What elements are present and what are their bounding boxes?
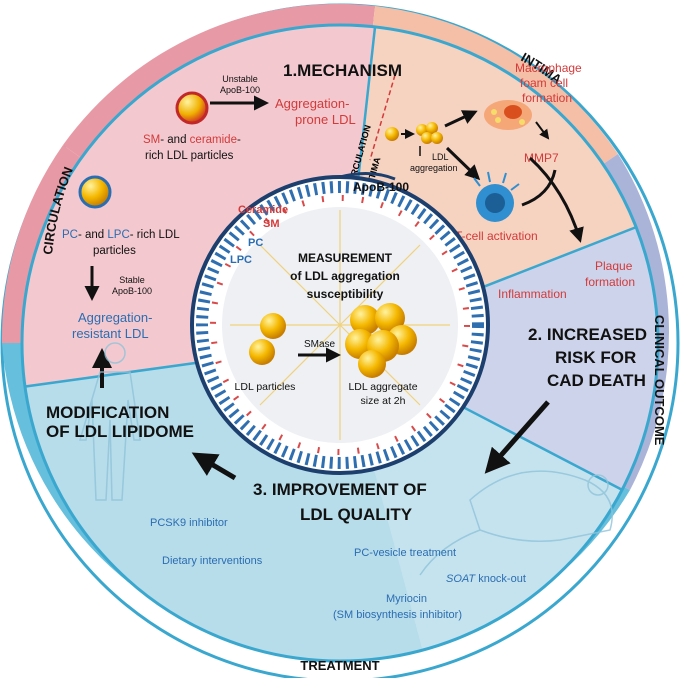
resistant-ldl-label-2: resistant LDL [72, 326, 149, 341]
soat-label: SOAT knock-out [446, 573, 526, 585]
pc-vesicle-label: PC-vesicle treatment [354, 547, 456, 559]
stable-label: Stable [119, 275, 145, 285]
foam-cell-icon [484, 100, 532, 130]
t-cell-icon [473, 171, 520, 222]
sm-ceramide-label: SM- and ceramide- [143, 134, 241, 146]
macrophage-label: Macrophage [515, 61, 582, 75]
stable-apob-label: ApoB-100 [112, 286, 152, 296]
pc-lpc-label-2: particles [93, 245, 136, 257]
ldl-aggregation-label-2: aggregation [410, 163, 458, 173]
ceramide-label: Ceramide [238, 204, 288, 216]
ldl-particles-icon [249, 313, 286, 365]
human-body-icon [78, 342, 141, 501]
sm-ceramide-label-2: rich LDL particles [145, 150, 234, 162]
improvement-title: 3. IMPROVEMENT OF [253, 480, 427, 499]
circulation-intima-divider [369, 74, 396, 161]
lpc-center-label: LPC [230, 254, 252, 266]
ldl-particles-label: LDL particles [235, 381, 296, 393]
modification-title-2: OF LDL LIPIDOME [46, 422, 194, 441]
myriocin-label-2: (SM biosynthesis inhibitor) [333, 609, 462, 621]
inflammation-label: Inflammation [498, 287, 567, 301]
resistant-ldl-label: Aggregation- [78, 310, 152, 325]
mouse-icon [419, 470, 613, 576]
pcsk9-label: PCSK9 inhibitor [150, 517, 228, 529]
macrophage-label-2: foam cell [520, 76, 568, 90]
apob-label: ApoB-100 [353, 180, 409, 194]
measurement-title-3: susceptibility [307, 287, 384, 301]
plaque-label-2: formation [585, 275, 635, 289]
t-cell-activation-label: T-cell activation [455, 229, 538, 243]
ldl-aggregation-icon [385, 122, 443, 144]
modification-title: MODIFICATION [46, 403, 169, 422]
improvement-title-2: LDL QUALITY [300, 505, 413, 524]
risk-to-treatment-arrow [484, 400, 550, 474]
sm-ldl-particle-icon [175, 91, 209, 125]
prone-ldl-label: Aggregation- [275, 96, 349, 111]
ldl-aggregation-label: LDL [432, 152, 449, 162]
measurement-title: MEASUREMENT [298, 251, 393, 265]
ldl-aggregate-icon [345, 303, 417, 378]
pc-ldl-particle-icon [78, 175, 112, 209]
ldl-particle-center [190, 172, 490, 475]
sector-clinical [340, 210, 658, 520]
plaque-label: Plaque [595, 259, 633, 273]
ring-label-clinical: CLINICAL OUTCOME [652, 315, 667, 446]
smase-label: SMase [304, 339, 336, 350]
unstable-label: Unstable [222, 74, 258, 84]
risk-title: 2. INCREASED [528, 325, 647, 344]
mechanism-title: 1.MECHANISM [283, 61, 402, 80]
risk-title-3: CAD DEATH [547, 371, 646, 390]
pc-lpc-label: PC- and LPC- rich LDL [62, 229, 180, 241]
sm-center-label: SM [263, 218, 280, 230]
ldl-aggregate-label: LDL aggregate [348, 381, 417, 393]
mmp7-label: MMP7 [524, 151, 559, 165]
prone-ldl-label-2: prone LDL [295, 112, 356, 127]
pc-center-label: PC [248, 237, 263, 249]
improvement-to-modification-arrow [191, 452, 237, 481]
ring-label-treatment: TREATMENT [300, 658, 379, 673]
myriocin-label: Myriocin [386, 593, 427, 605]
macrophage-label-3: formation [522, 91, 572, 105]
measurement-title-2: of LDL aggregation [290, 269, 400, 283]
risk-title-2: RISK FOR [555, 348, 636, 367]
dietary-label: Dietary interventions [162, 555, 263, 567]
unstable-apob-label: ApoB-100 [220, 85, 260, 95]
ldl-aggregate-label-2: size at 2h [361, 395, 406, 407]
